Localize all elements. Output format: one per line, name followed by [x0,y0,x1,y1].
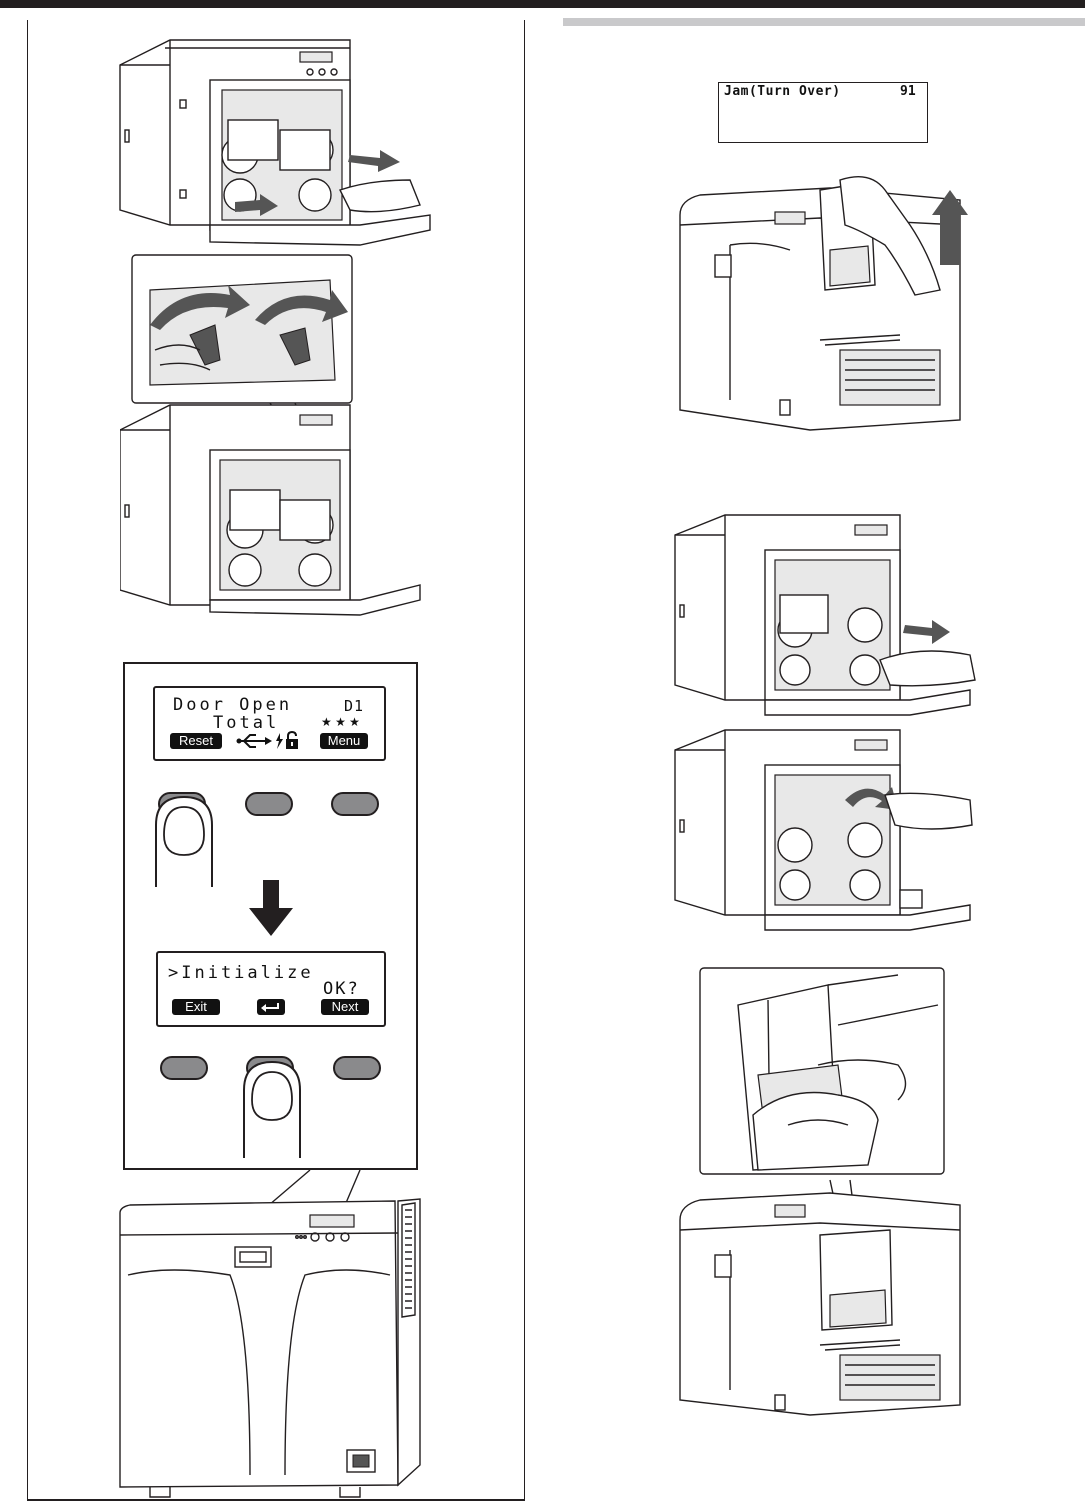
enter-icon [257,999,285,1015]
panel-button-center[interactable] [245,792,293,816]
left-column-border [27,20,28,1500]
lcd-door-open-line1: Door Open [173,695,292,715]
lcd-jam-message: Jam(Turn Over) [724,84,841,99]
lock-icon [285,731,299,750]
printer-card-exit-illustration [670,1175,975,1430]
printer-open-door-illustration [110,30,440,255]
printer-front-closed-illustration [110,1165,430,1500]
column-divider [524,20,525,1500]
lcd-key-exit: Exit [172,999,220,1015]
lcd-key-reset: Reset [170,733,222,749]
lcd-key-menu: Menu [320,733,368,749]
lcd-key-next: Next [321,999,369,1015]
lcd-initialize-line2: OK? [323,979,360,999]
printer-lift-hopper-illustration [670,170,975,435]
top-rule [0,0,1085,8]
lcd-door-open-stars: ★ ★ ★ [321,715,360,729]
usb-icon [236,732,276,750]
lcd-door-open-line2: Total [213,713,279,733]
lcd-jam-code: 91 [900,84,916,99]
printer-pull-cartridge-illustration [670,510,980,720]
printer-turn-knob-illustration [670,725,980,940]
down-arrow-icon [247,878,295,940]
panel-button-right-2[interactable] [333,1056,381,1080]
finger-press-left [148,795,218,890]
lcd-door-open-code: D1 [344,697,364,715]
lcd-initialize-line1: >Initialize [168,963,314,983]
panel-button-right[interactable] [331,792,379,816]
lightning-icon [274,732,284,750]
right-section-rule [563,18,1085,26]
knob-turn-detail-illustration [120,250,430,630]
finger-press-center [236,1060,306,1160]
remove-card-detail-illustration [698,965,948,1180]
panel-button-left-2[interactable] [160,1056,208,1080]
